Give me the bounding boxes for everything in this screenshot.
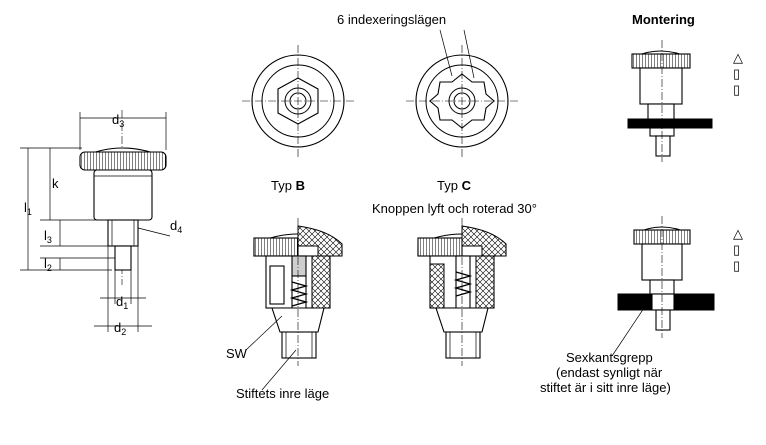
side-mark-4: △: [733, 226, 743, 241]
mounting-title: Montering: [632, 12, 695, 27]
dim-label-d4: d4: [170, 218, 182, 235]
side-mark-5: ▯: [733, 242, 740, 257]
section-view-b: [245, 218, 343, 391]
pin: [114, 245, 132, 271]
dim-label-l3: l3: [44, 228, 52, 245]
section-view-c: [417, 218, 507, 366]
side-mark-3: ▯: [733, 82, 740, 97]
knob-lifted-label: Knoppen lyft och roterad 30°: [372, 201, 537, 216]
dim-label-d1: d1: [116, 294, 128, 311]
hex-grip-line-3: stiftet är i sitt inre läge): [540, 380, 671, 395]
knob-knurl: [79, 151, 167, 171]
dim-label-k: k: [52, 176, 59, 191]
hex-grip-line-2: (endast synligt när: [556, 365, 663, 380]
mounting-view-top: [627, 40, 713, 162]
type-c-label: Typ C: [437, 178, 472, 193]
mounting-view-bottom: [611, 216, 715, 357]
hex-grip-line-1: Sexkantsgrepp: [566, 350, 653, 365]
dimensioned-side-view: d3 l1 k l3 l2 d4 d1 d2: [20, 110, 182, 337]
type-b-label: Typ B: [271, 178, 305, 193]
dim-label-l2: l2: [44, 256, 52, 273]
top-view-c: [406, 29, 518, 158]
side-mark-6: ▯: [733, 258, 740, 273]
dim-label-d3: d3: [112, 112, 124, 129]
pin-inner-position-label: Stiftets inre läge: [236, 386, 329, 401]
thread: [107, 219, 139, 247]
dim-label-d2: d2: [114, 320, 126, 337]
side-mark-2: ▯: [733, 66, 740, 81]
sw-label: SW: [226, 346, 248, 361]
top-view-b: [242, 45, 354, 158]
dim-label-l1: l1: [24, 200, 32, 217]
plunger-body: [93, 169, 153, 221]
index-positions-label: 6 indexeringslägen: [337, 12, 446, 27]
side-mark-1: △: [733, 50, 743, 65]
